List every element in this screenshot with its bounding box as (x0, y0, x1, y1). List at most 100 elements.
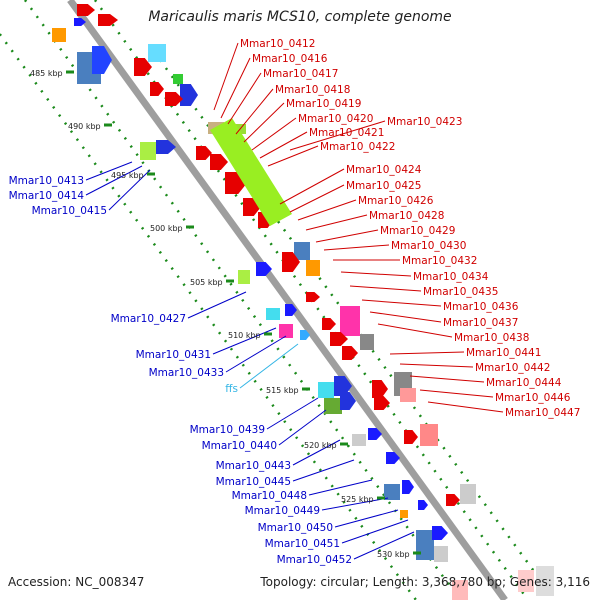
gene-label[interactable]: Mmar10_0425 (346, 180, 421, 192)
gene-label[interactable]: Mmar10_0433 (149, 367, 224, 379)
gene-label[interactable]: Mmar10_0428 (369, 210, 444, 222)
gene-arrow (282, 252, 300, 272)
leader-line (297, 199, 357, 221)
kbp-tick-label: 525 kbp (341, 495, 374, 504)
gene-arrow (368, 428, 382, 440)
gene-box (400, 510, 408, 518)
gene-label[interactable]: Mmar10_0436 (443, 301, 519, 313)
gene-label[interactable]: Mmar10_0429 (380, 225, 455, 237)
gene-label[interactable]: Mmar10_0441 (466, 347, 541, 359)
gene-label[interactable]: Mmar10_0438 (454, 332, 529, 344)
gene-label[interactable]: Mmar10_0423 (387, 116, 462, 128)
leader-line (220, 57, 251, 119)
leader-line (341, 519, 409, 544)
leader-line (251, 117, 297, 151)
gene-box (360, 334, 374, 350)
gene-arrow (300, 330, 310, 340)
gene-label[interactable]: Mmar10_0446 (495, 392, 571, 404)
guide-rail (0, 32, 418, 600)
kbp-tick-label: 530 kbp (377, 550, 410, 559)
gene-label[interactable]: Mmar10_0431 (136, 349, 211, 361)
gene-label[interactable]: Mmar10_0427 (111, 313, 186, 325)
kbp-tick-label: 520 kbp (304, 441, 337, 450)
gene-arrow (334, 376, 352, 396)
leader-line (292, 439, 341, 466)
leader-line (289, 120, 386, 151)
gene-box (52, 28, 66, 42)
gene-label[interactable]: Mmar10_0418 (275, 84, 350, 96)
leader-line (266, 397, 319, 430)
leader-line (389, 351, 465, 355)
gene-label[interactable]: Mmar10_0414 (9, 190, 85, 202)
gene-labels: Mmar10_0412Mmar10_0416Mmar10_0417Mmar10_… (9, 38, 581, 566)
gene-label[interactable]: Mmar10_0452 (277, 554, 352, 566)
gene-label[interactable]: Mmar10_0445 (216, 476, 291, 488)
gene-label[interactable]: Mmar10_0448 (232, 490, 307, 502)
leader-line (239, 343, 299, 389)
gene-label[interactable]: Mmar10_0413 (9, 175, 84, 187)
gene-label[interactable]: Mmar10_0417 (263, 68, 338, 80)
gene-arrow (402, 480, 414, 494)
leader-line (212, 327, 277, 355)
leader-line (399, 363, 474, 368)
gene-label[interactable]: Mmar10_0434 (413, 271, 489, 283)
gene-label[interactable]: Mmar10_0412 (240, 38, 315, 50)
gene-arrow (98, 14, 118, 26)
gene-label[interactable]: Mmar10_0432 (402, 255, 477, 267)
kbp-tick-label: 490 kbp (68, 122, 101, 131)
gene-arrow (74, 18, 86, 26)
leader-line (353, 531, 415, 560)
gene-label[interactable]: Mmar10_0415 (32, 205, 107, 217)
leader-line (279, 168, 345, 205)
gene-box (140, 142, 156, 160)
gene-label[interactable]: Mmar10_0430 (391, 240, 466, 252)
gene-label[interactable]: Mmar10_0422 (320, 141, 395, 153)
gene-box (306, 260, 320, 276)
topology-text: Topology: circular; Length: 3,368,780 bp… (260, 575, 590, 589)
gene-label[interactable]: Mmar10_0444 (486, 377, 562, 389)
gene-label[interactable]: Mmar10_0447 (505, 407, 580, 419)
gene-label[interactable]: Mmar10_0450 (258, 522, 333, 534)
gene-label[interactable]: ffs (225, 383, 238, 395)
gene-label[interactable]: Mmar10_0440 (202, 440, 277, 452)
gene-box (518, 570, 534, 592)
gene-arrow (342, 346, 358, 360)
leader-line (334, 509, 399, 528)
gene-label[interactable]: Mmar10_0437 (443, 317, 518, 329)
genome-backbone (67, 0, 508, 600)
leader-line (427, 401, 504, 413)
leader-line (85, 161, 133, 181)
gene-box (416, 530, 434, 560)
kbp-tick-label: 500 kbp (150, 224, 183, 233)
gene-label[interactable]: Mmar10_0443 (216, 460, 291, 472)
gene-label[interactable]: Mmar10_0421 (309, 127, 384, 139)
gene-label[interactable]: Mmar10_0419 (286, 98, 361, 110)
gene-box (294, 242, 310, 260)
gene-label[interactable]: Mmar10_0424 (346, 164, 422, 176)
leader-line (259, 131, 308, 159)
leader-line (305, 214, 368, 231)
gene-label[interactable]: Mmar10_0449 (245, 505, 320, 517)
gene-arrow (285, 304, 297, 316)
gene-label[interactable]: Mmar10_0435 (423, 286, 498, 298)
gene-arrow (196, 146, 212, 160)
gene-arrow (210, 154, 228, 170)
map-title: Maricaulis maris MCS10, complete genome (148, 9, 452, 25)
gene-label[interactable]: Mmar10_0420 (298, 113, 373, 125)
gene-box (238, 270, 250, 284)
gene-arrow (92, 46, 112, 74)
gene-label[interactable]: Mmar10_0426 (358, 195, 434, 207)
gene-arrow (446, 494, 460, 506)
leader-line (377, 323, 453, 338)
gene-arrow (306, 292, 320, 302)
gene-label[interactable]: Mmar10_0451 (265, 538, 340, 550)
leader-line (225, 335, 287, 373)
leader-line (369, 311, 442, 323)
gene-label[interactable]: Mmar10_0439 (190, 424, 265, 436)
leader-line (323, 244, 390, 251)
leader-line (187, 291, 247, 319)
gene-label[interactable]: Mmar10_0442 (475, 362, 550, 374)
kbp-tick-label: 515 kbp (266, 386, 299, 395)
gene-label[interactable]: Mmar10_0416 (252, 53, 328, 65)
